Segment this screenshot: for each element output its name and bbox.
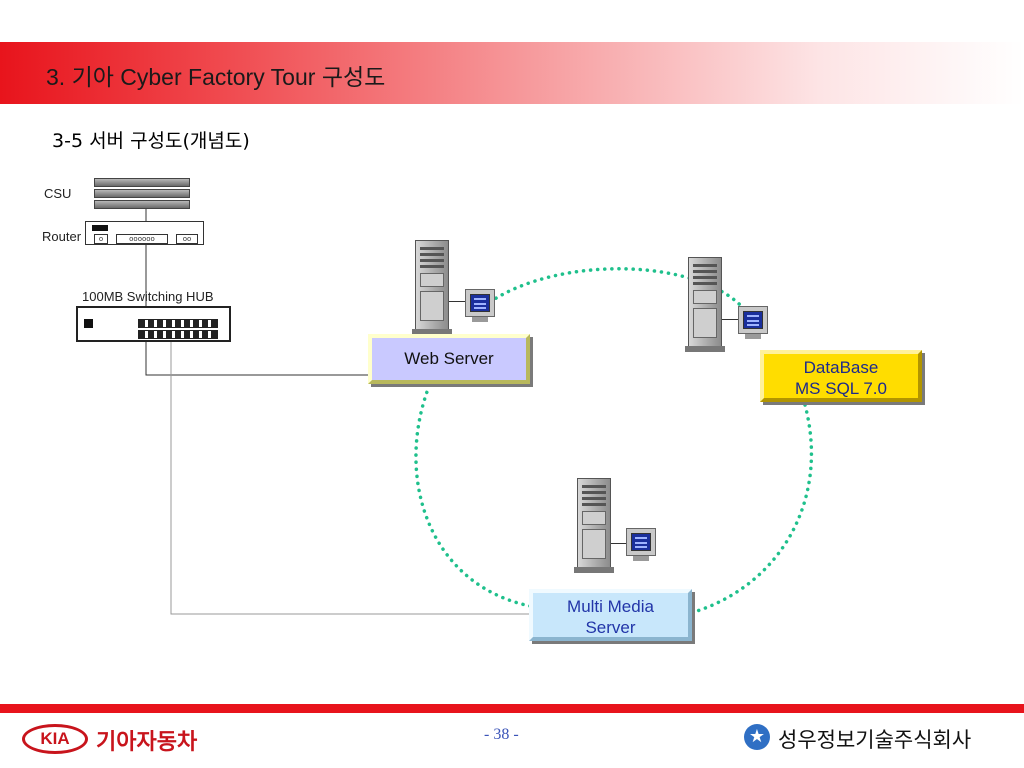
multimedia-server-box: Multi Media Server bbox=[529, 589, 692, 641]
web-tower-monitor-link bbox=[449, 301, 465, 302]
db-tower-monitor-link bbox=[722, 319, 738, 320]
mm-server-monitor-icon bbox=[626, 528, 656, 561]
ring-arc-mm-web bbox=[414, 387, 532, 608]
hub-label: 100MB Switching HUB bbox=[82, 289, 214, 304]
router-label: Router bbox=[42, 229, 82, 244]
company-name: 성우정보기술주식회사 bbox=[778, 728, 972, 752]
database-server-box: DataBase MS SQL 7.0 bbox=[760, 350, 922, 402]
kia-logo: KIA bbox=[22, 724, 88, 754]
hub-web-line bbox=[145, 342, 368, 376]
db-server-monitor-icon bbox=[738, 306, 768, 339]
csu-device bbox=[94, 178, 190, 209]
multimedia-label-line2: Server bbox=[585, 618, 636, 637]
ring-arc-db-mm bbox=[692, 403, 814, 614]
kia-brand-text: 기아자동차 bbox=[96, 730, 198, 755]
database-version-label: MS SQL 7.0 bbox=[795, 379, 887, 398]
web-server-box: Web Server bbox=[368, 334, 530, 384]
csu-label: CSU bbox=[44, 186, 72, 201]
page-number: - 38 - bbox=[484, 726, 519, 743]
footer-divider bbox=[0, 704, 1024, 713]
web-server-tower-icon bbox=[412, 240, 452, 335]
slide-subtitle: 3-5 서버 구성도(개념도) bbox=[52, 130, 250, 152]
switching-hub-device bbox=[76, 306, 231, 342]
slide-title: 3. 기아 Cyber Factory Tour 구성도 bbox=[46, 64, 386, 90]
mm-server-tower-icon bbox=[574, 478, 614, 573]
multimedia-label-line1: Multi Media bbox=[567, 597, 654, 616]
db-server-tower-icon bbox=[685, 257, 725, 352]
web-server-monitor-icon bbox=[465, 289, 495, 322]
title-band bbox=[0, 42, 1024, 104]
mm-tower-monitor-link bbox=[611, 543, 627, 544]
router-device: o oooooo oo bbox=[85, 221, 204, 245]
web-server-label: Web Server bbox=[404, 349, 494, 368]
company-star-icon: ★ bbox=[744, 724, 770, 750]
database-label: DataBase bbox=[803, 358, 879, 377]
